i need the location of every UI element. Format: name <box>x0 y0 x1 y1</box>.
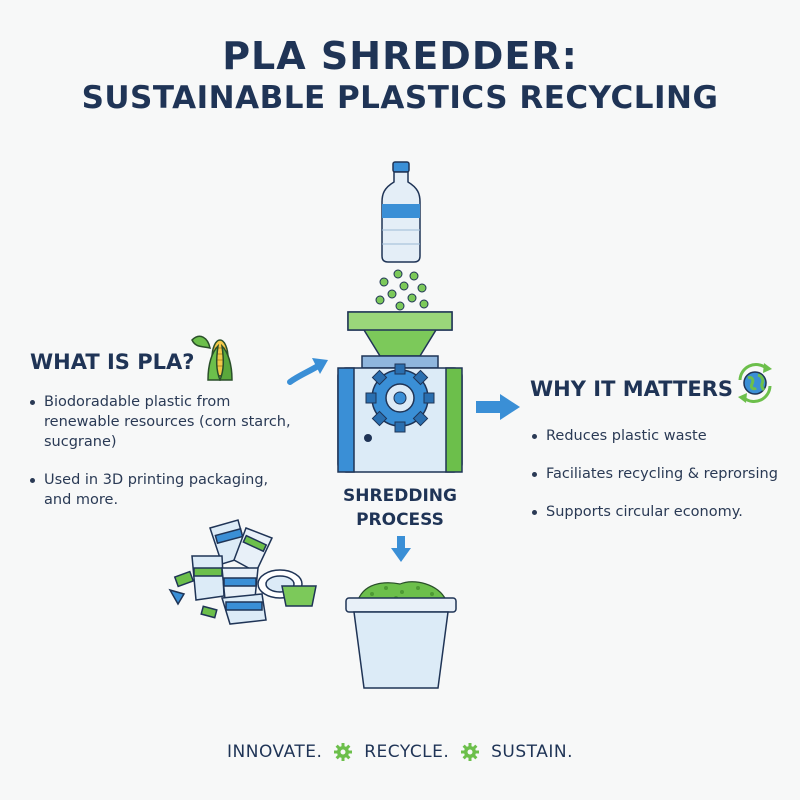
why-it-matters-list: Reduces plastic waste Faciliates recycli… <box>532 426 792 540</box>
what-is-pla-list: Biodoradable plastic from renewable reso… <box>30 392 300 528</box>
shredding-process-label: SHREDDING PROCESS <box>343 486 457 530</box>
list-item: Used in 3D printing packaging, and more. <box>30 470 300 510</box>
globe-recycle-icon <box>738 363 772 403</box>
title-line-1: PLA SHREDDER: <box>222 34 578 78</box>
footer-word-innovate: INNOVATE. <box>227 742 323 762</box>
corn-icon <box>191 335 233 381</box>
pla-pellets-icon <box>375 269 429 311</box>
gear-icon <box>461 743 480 761</box>
list-item: Biodoradable plastic from renewable reso… <box>30 392 300 452</box>
plastic-bottle-icon <box>381 161 421 263</box>
down-arrow-icon <box>391 536 411 562</box>
why-it-matters-heading: WHY IT MATTERS <box>530 377 733 401</box>
what-is-pla-heading: WHAT IS PLA? <box>30 350 195 374</box>
list-item: Faciliates recycling & reprorsing <box>532 464 792 484</box>
shredder-machine <box>337 311 463 473</box>
title-line-2: SUSTAINABLE PLASTICS RECYCLING <box>81 80 719 116</box>
discarded-cups-icon <box>168 519 317 625</box>
list-item: Supports circular economy. <box>532 502 792 522</box>
footer-tagline: INNOVATE. RECYCLE. SUSTAIN. <box>0 742 800 762</box>
shredded-pla-bin <box>345 581 457 689</box>
gear-icon <box>334 743 353 761</box>
right-arrow-icon <box>476 394 520 420</box>
footer-word-recycle: RECYCLE. <box>364 742 450 762</box>
curved-arrow-icon <box>287 358 328 385</box>
footer-word-sustain: SUSTAIN. <box>491 742 573 762</box>
list-item: Reduces plastic waste <box>532 426 792 446</box>
